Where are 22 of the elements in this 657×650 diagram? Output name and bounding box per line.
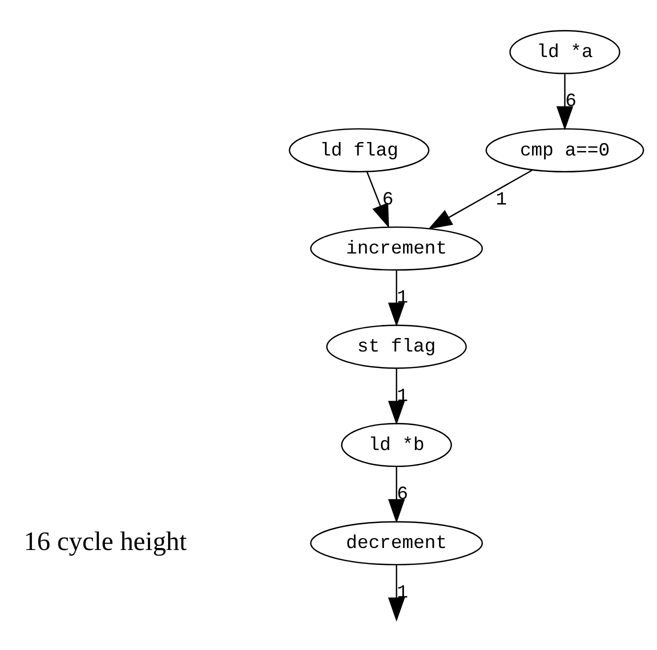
arrow bbox=[388, 564, 405, 622]
node-ellipse: ld *b bbox=[341, 422, 452, 467]
arrow bbox=[388, 368, 405, 424]
node-ellipse: decrement bbox=[310, 520, 483, 565]
node-ellipse: ld flag bbox=[288, 128, 430, 172]
arrow bbox=[388, 466, 405, 523]
edge-label: 1 bbox=[396, 580, 408, 603]
node-ellipse: ld *a bbox=[509, 29, 620, 74]
arrow bbox=[366, 171, 390, 228]
arrow bbox=[428, 169, 532, 229]
edge-label: 1 bbox=[396, 286, 408, 308]
arrow bbox=[388, 270, 405, 326]
label: 16 cycle height bbox=[24, 525, 187, 556]
edge-label: 6 bbox=[396, 482, 408, 505]
edge-label: 6 bbox=[565, 90, 576, 112]
edge-label: 1 bbox=[396, 384, 408, 406]
node-ellipse: st flag bbox=[326, 324, 467, 368]
node-ellipse: cmp a==0 bbox=[486, 128, 644, 172]
node-ellipse: increment bbox=[310, 226, 483, 270]
edge-label: 6 bbox=[382, 188, 394, 210]
arrow bbox=[556, 74, 574, 130]
edge-label: 1 bbox=[496, 188, 507, 210]
